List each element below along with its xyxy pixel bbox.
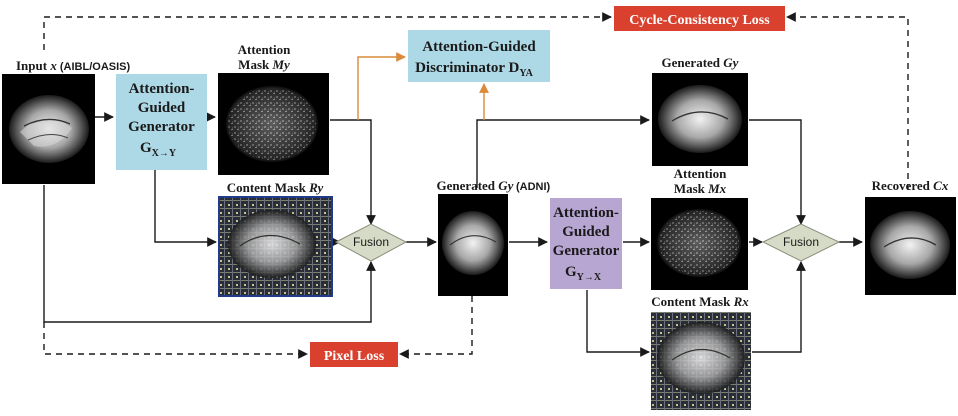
arrow-gy-to-pixelloss bbox=[399, 296, 473, 359]
content-ry-image bbox=[218, 196, 333, 297]
recovered-cx-image bbox=[865, 197, 956, 295]
arrow-gytop-to-fusion bbox=[749, 119, 806, 225]
label-content-rx: Content Mask Rx bbox=[651, 294, 749, 309]
gxy-line3: Generator bbox=[128, 119, 195, 135]
label-generated-gy-mid: Generated Gy bbox=[437, 178, 514, 193]
fusion-right: Fusion bbox=[761, 223, 841, 262]
cycle-consistency-loss: Cycle-Consistency Loss bbox=[614, 6, 785, 31]
discriminator-arrows bbox=[357, 52, 489, 120]
image-labels: Input x (AIBL/OASIS) Attention Mask My C… bbox=[16, 42, 949, 309]
arrow-gyx-to-content bbox=[586, 290, 650, 357]
pixel-loss: Pixel Loss bbox=[310, 342, 398, 367]
fusion-right-label: Fusion bbox=[783, 235, 819, 249]
discriminator-subscript: YA bbox=[519, 68, 533, 79]
arrow-rx-to-fusion bbox=[752, 261, 806, 353]
fusion-left-label: Fusion bbox=[353, 235, 389, 249]
arrow-gxy-to-content bbox=[154, 170, 217, 247]
label-content-ry: Content Mask Ry bbox=[227, 180, 324, 195]
arrow-gy-to-generated-top bbox=[476, 115, 650, 188]
gxy-line2: Guided bbox=[138, 100, 186, 116]
gyx-line3: Generator bbox=[553, 243, 620, 259]
label-generated-gy-top: Generated Gy bbox=[662, 55, 739, 70]
generator-xy-box: Attention- Guided Generator GX→Y bbox=[116, 74, 207, 170]
arrow-input-to-pixelloss bbox=[43, 322, 308, 359]
gxy-symbol: GX→Y bbox=[140, 140, 177, 159]
label-attention-my-line1: Attention bbox=[238, 42, 291, 57]
label-adni: (ADNI) bbox=[516, 181, 551, 193]
gyx-line1: Attention- bbox=[553, 205, 619, 221]
gyx-symbol: GY→X bbox=[565, 264, 602, 283]
discriminator-line1: Attention-Guided bbox=[422, 39, 536, 55]
cycle-dashed-right bbox=[786, 12, 909, 190]
label-attention-mx-line2: Mask Mx bbox=[674, 181, 727, 196]
label-input-x: Input x (AIBL/OASIS) bbox=[16, 58, 130, 73]
gxy-line1: Attention- bbox=[129, 81, 195, 97]
label-recovered-cx: Recovered Cx bbox=[872, 178, 949, 193]
cycle-loss-label: Cycle-Consistency Loss bbox=[629, 13, 770, 28]
arrow-attention-to-fusion bbox=[330, 119, 376, 225]
discriminator-box: Attention-Guided Discriminator DYA bbox=[408, 30, 550, 82]
arrow-input-to-fusion bbox=[43, 185, 376, 323]
generated-gy-mid-image bbox=[438, 194, 508, 296]
pixel-loss-label: Pixel Loss bbox=[324, 349, 385, 364]
arrow-attention-to-discriminator bbox=[357, 52, 406, 120]
gyx-line2: Guided bbox=[562, 224, 610, 240]
attention-mx-image bbox=[651, 198, 748, 290]
discriminator-line2: Discriminator DYA bbox=[415, 60, 534, 79]
label-attention-my-line2: Mask My bbox=[238, 57, 290, 72]
generator-yx-box: Attention- Guided Generator GY→X bbox=[550, 198, 622, 289]
connectors bbox=[43, 12, 909, 359]
generated-gy-top-image bbox=[652, 73, 748, 166]
fusion-left: Fusion bbox=[334, 223, 408, 262]
input-x-image bbox=[2, 74, 95, 184]
label-attention-mx-line1: Attention bbox=[674, 166, 727, 181]
cycle-dashed-left bbox=[43, 12, 612, 50]
attention-my-image bbox=[218, 73, 329, 175]
content-rx-image bbox=[651, 312, 751, 410]
